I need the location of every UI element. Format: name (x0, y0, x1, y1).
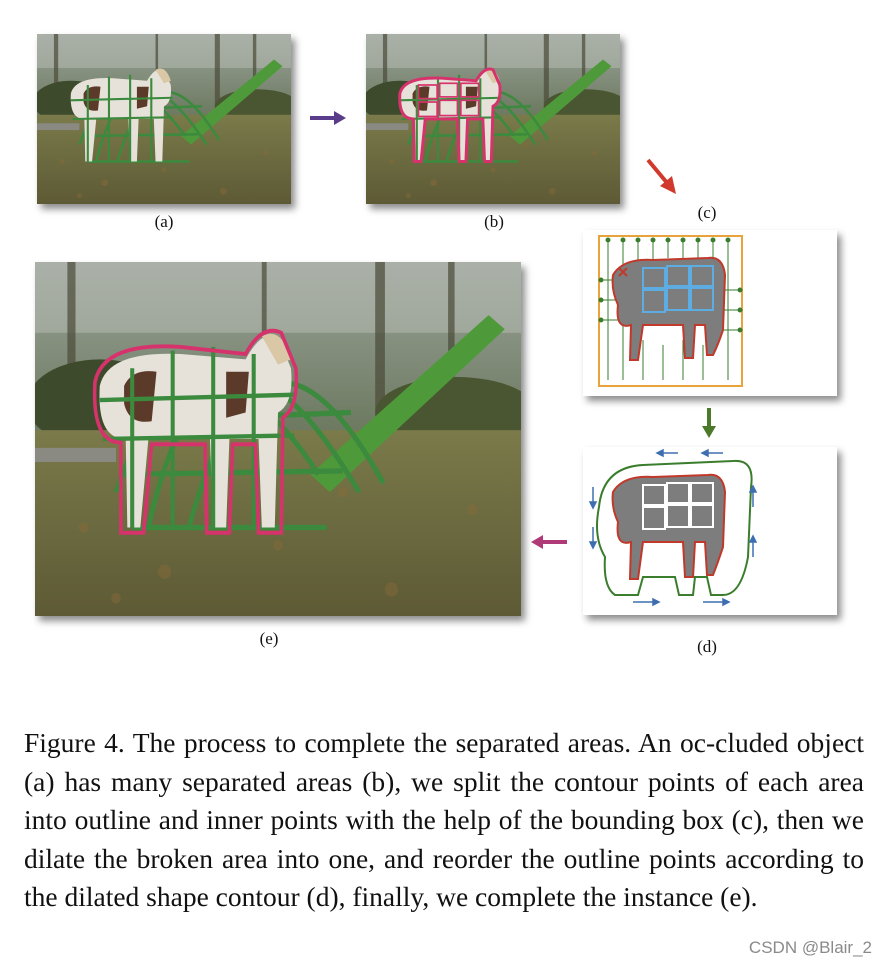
label-e: (e) (259, 629, 279, 648)
panel-c-bounding-box-diagram (583, 230, 837, 396)
panel-e-photo (35, 262, 521, 616)
panel-a-photo (37, 34, 291, 204)
label-b: (b) (484, 212, 504, 231)
label-c: (c) (697, 203, 717, 222)
figure-caption: Figure 4. The process to complete the se… (24, 727, 864, 912)
panel-b-photo (366, 34, 620, 204)
arrow-c-to-d (702, 408, 716, 438)
arrow-a-to-b (310, 111, 346, 125)
watermark: CSDN @Blair_2 (748, 938, 872, 957)
panel-d-dilated-contour-diagram (583, 447, 837, 615)
label-a: (a) (154, 212, 174, 231)
arrow-d-to-e (531, 535, 567, 549)
label-d: (d) (697, 637, 717, 656)
arrow-b-to-c (646, 158, 676, 194)
